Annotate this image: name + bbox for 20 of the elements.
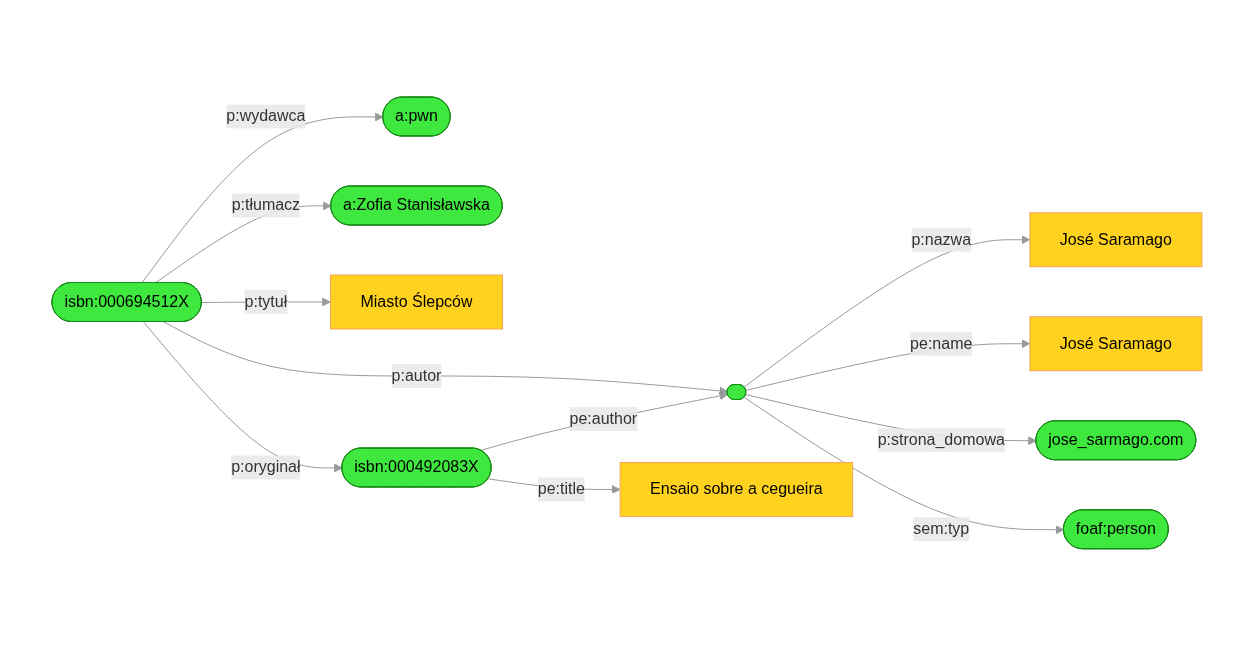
- node-box: Miasto Ślepców: [329, 274, 503, 330]
- edge-label: p:wydawca: [225, 107, 305, 125]
- node-box: José Saramago: [1028, 316, 1202, 372]
- arrow: [162, 321, 728, 396]
- edge-label: sem:typ: [912, 520, 969, 538]
- edge-label: pe:name: [909, 334, 972, 352]
- edge-label: p:oryginał: [230, 458, 301, 476]
- edge-label: p:strona_domowa: [877, 431, 1005, 449]
- edge-label: p:tytuł: [244, 293, 287, 311]
- edge-label: p:nazwa: [911, 230, 971, 248]
- edge-label: p:autor: [391, 367, 441, 385]
- arrow: [743, 235, 1030, 388]
- edge-label: pe:author: [569, 410, 637, 428]
- arrow: [743, 397, 1064, 535]
- node-box: José Saramago: [1028, 212, 1202, 268]
- arrow: [479, 391, 728, 452]
- edge-label: p:tłumacz: [231, 196, 300, 214]
- node-box: Ensaio sobre a cegueira: [619, 462, 853, 518]
- arrow: [142, 321, 343, 473]
- edge-label: pe:title: [537, 480, 585, 498]
